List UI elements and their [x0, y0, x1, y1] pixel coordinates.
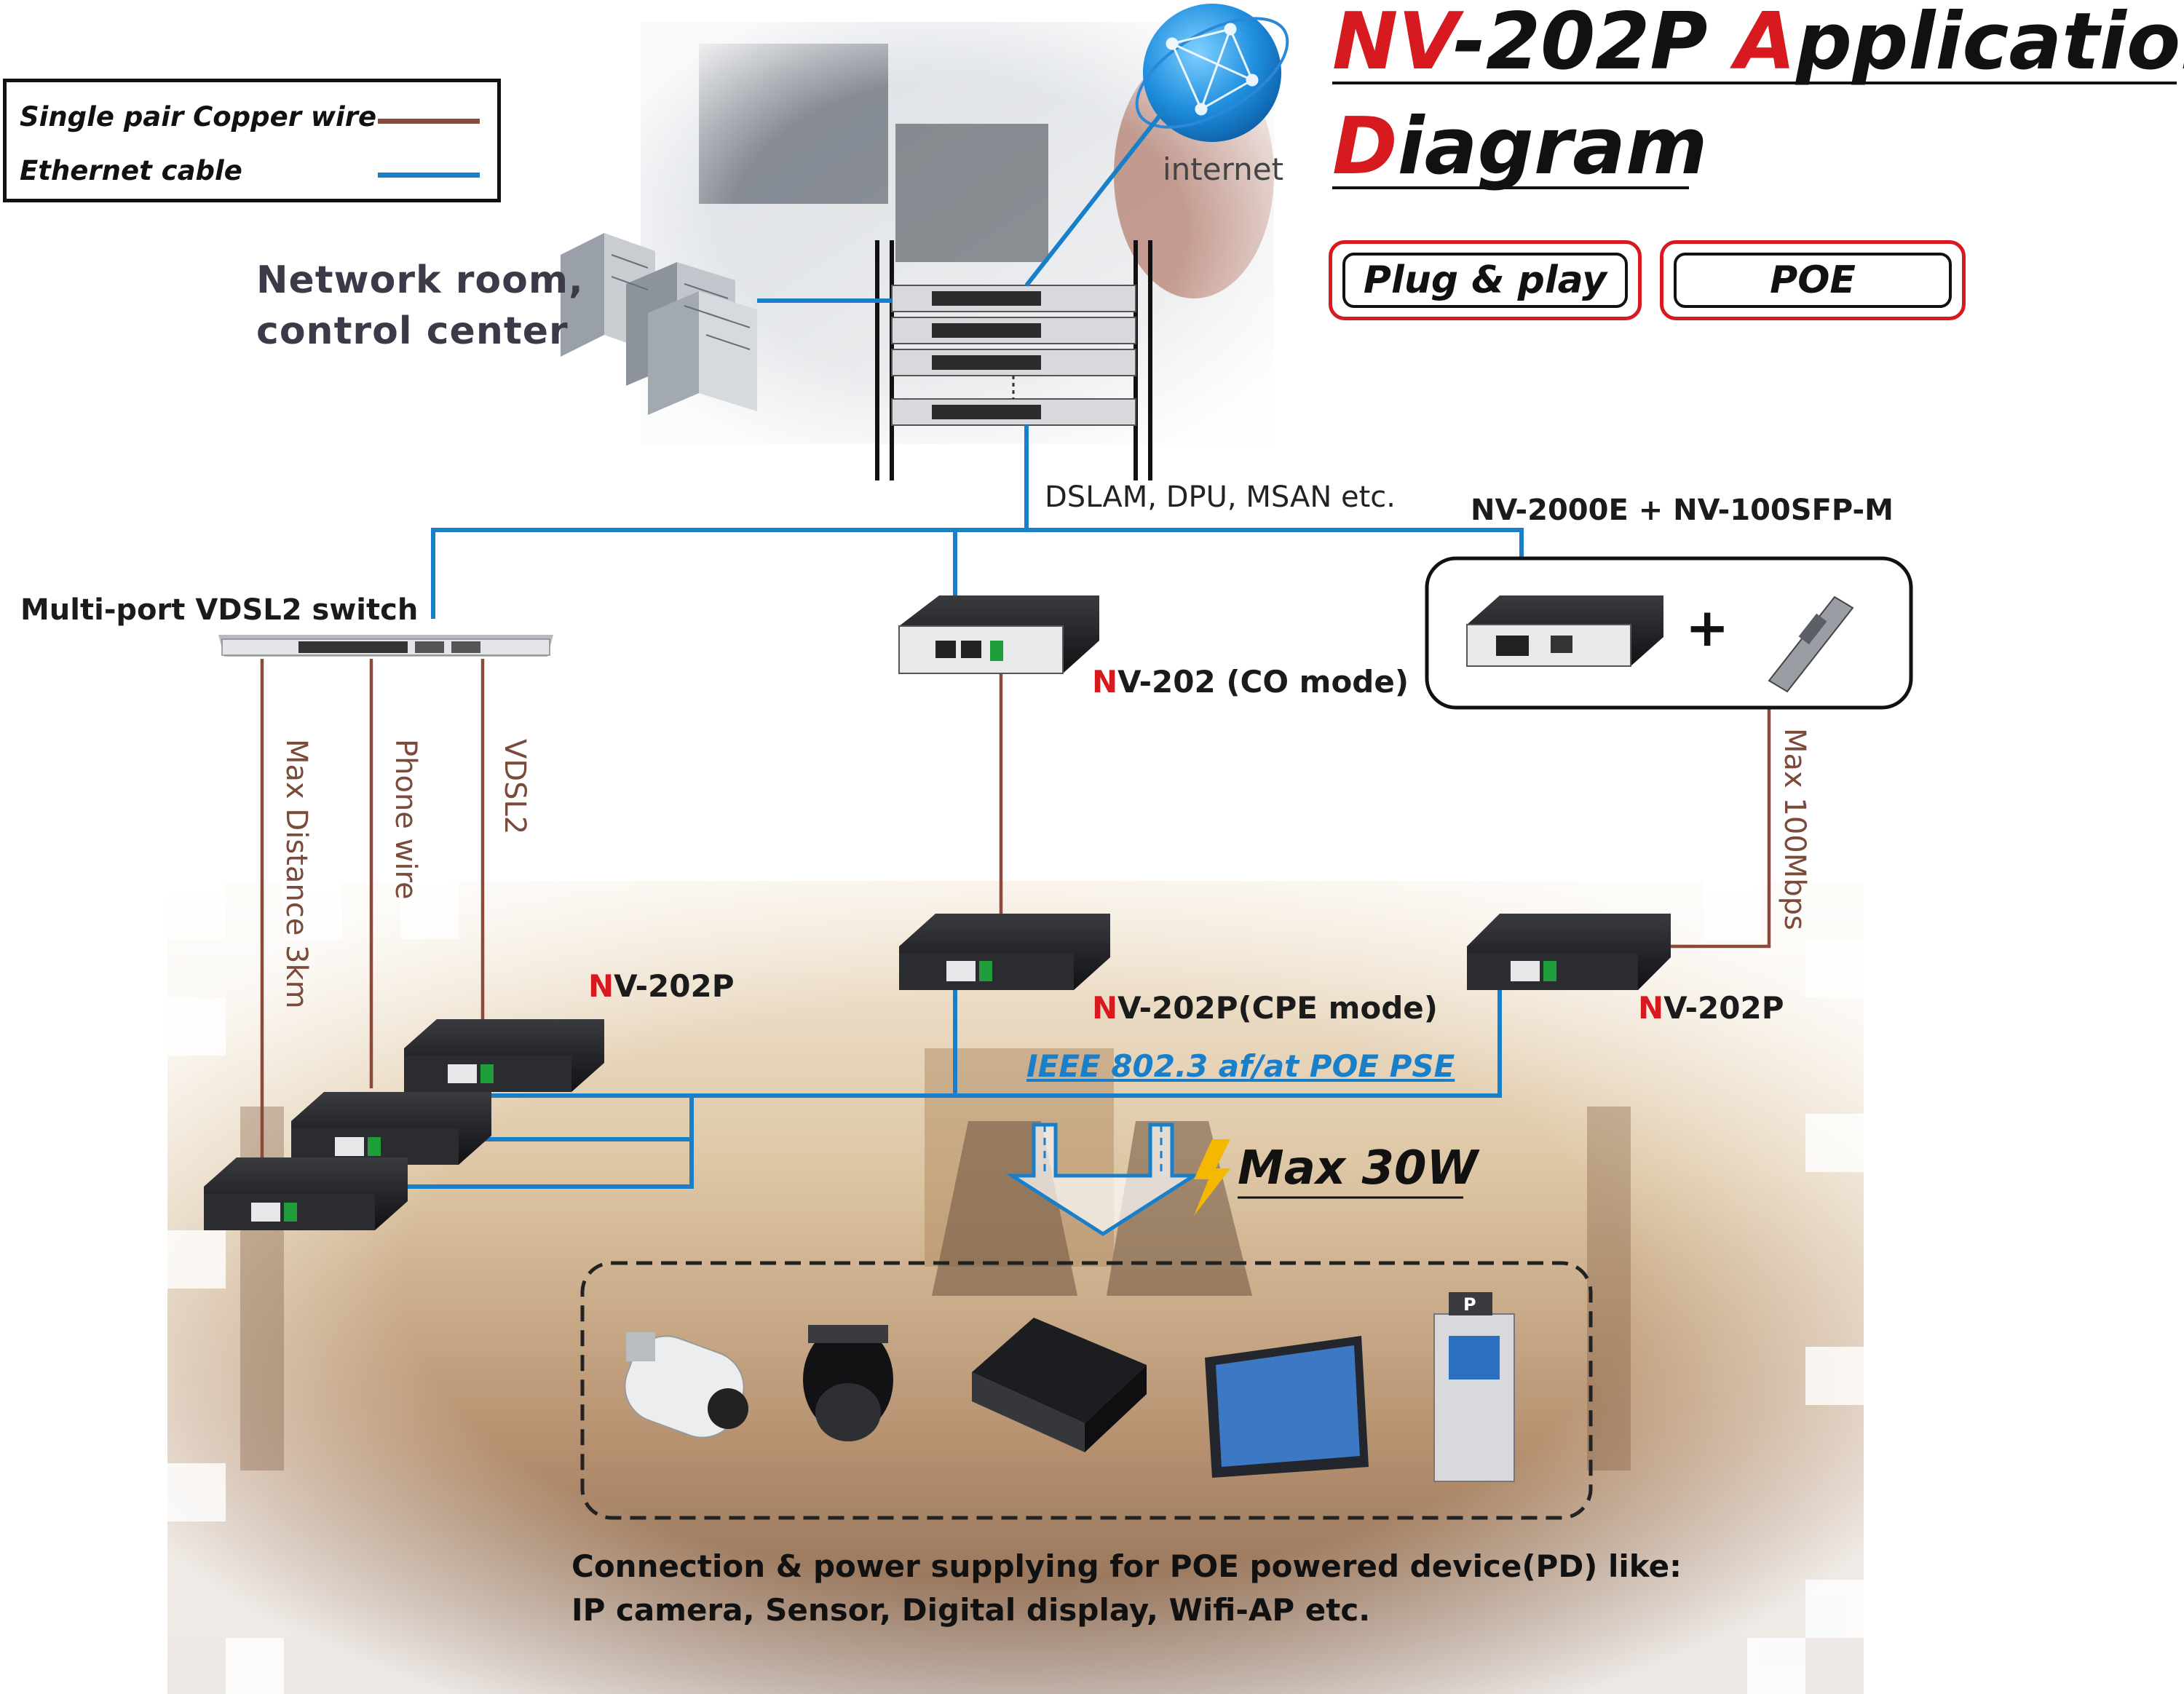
nv202p-right-device [1467, 914, 1671, 990]
nv202-co-label: NV-202 (CO mode) [1092, 664, 1409, 700]
lightning-bolt-icon [1194, 1139, 1230, 1216]
pd-devices-area [580, 1261, 1593, 1520]
legend: Single pair Copper wire Ethernet cable [3, 79, 501, 202]
nv202p-left-label: NV-202P [588, 968, 735, 1004]
legend-ethernet-swatch [378, 173, 480, 178]
ip-camera-bullet-icon [624, 1332, 748, 1438]
vdsl2-label: VDSL2 [498, 739, 531, 835]
legend-ethernet-label: Ethernet cable [20, 155, 242, 186]
nv202-co-device [898, 595, 1099, 674]
power-arrow-icon [1005, 1123, 1200, 1236]
max-100mbps-label: Max 100Mbps [1778, 728, 1811, 930]
bottom-caption: Connection & power supplying for POE pow… [571, 1548, 1682, 1628]
max-distance-label: Max Distance 3km [280, 739, 313, 1009]
kiosk-terminal-icon: P [1433, 1292, 1515, 1482]
nv2000e-label: NV-2000E + NV-100SFP-M [1471, 494, 1894, 527]
plug-play-badge: Plug & play [1329, 240, 1642, 320]
nv202p-cpe-device [899, 914, 1110, 990]
internet-globe-icon [1135, 4, 1289, 142]
title-line-1: NV-202P Application [1332, 0, 2184, 87]
legend-copper-label: Single pair Copper wire [20, 101, 377, 132]
dslam-label: DSLAM, DPU, MSAN etc. [1045, 480, 1396, 514]
max-power-label: Max 30W [1238, 1141, 1479, 1195]
title-line-2: Diagram [1332, 101, 1708, 192]
nv202p-stack-devices [204, 1019, 604, 1230]
nv202p-cpe-label: NV-202P(CPE mode) [1092, 990, 1438, 1026]
multiport-switch-label: Multi-port VDSL2 switch [20, 593, 419, 627]
poe-badge: POE [1660, 240, 1966, 320]
multiport-switch-device [218, 635, 553, 657]
title-underline-1 [1332, 82, 2177, 84]
ip-camera-dome-icon [803, 1325, 893, 1441]
legend-copper-swatch [378, 119, 480, 124]
title-underline-2 [1332, 186, 1689, 189]
copper-wires [260, 659, 1771, 1165]
internet-label: internet [1163, 151, 1284, 187]
plus-sign: + [1685, 597, 1730, 658]
sensor-device-icon [972, 1318, 1147, 1452]
svg-text:P: P [1463, 1294, 1476, 1315]
nv2000e-group-box [1425, 556, 1913, 710]
server-cabinets-icon [561, 233, 757, 415]
digital-display-icon [1205, 1336, 1369, 1478]
dslam-rack [875, 240, 1152, 480]
ieee-poe-label: IEEE 802.3 af/at POE PSE [1026, 1048, 1455, 1084]
network-room-label: Network room, control center [256, 258, 584, 353]
nv202p-right-label: NV-202P [1638, 990, 1784, 1026]
phone-wire-label: Phone wire [389, 739, 422, 900]
